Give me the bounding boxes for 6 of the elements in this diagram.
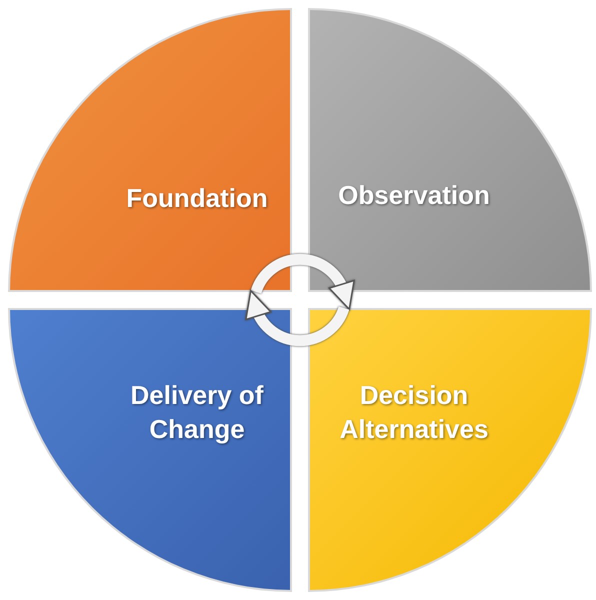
segment-label: Decision Alternatives xyxy=(338,379,490,446)
segment-label: Observation xyxy=(337,179,491,212)
segment-label: Delivery of Change xyxy=(130,379,264,446)
segment-label: Foundation xyxy=(125,182,269,215)
curved-arrow xyxy=(246,290,350,346)
curved-arrow xyxy=(250,254,354,310)
